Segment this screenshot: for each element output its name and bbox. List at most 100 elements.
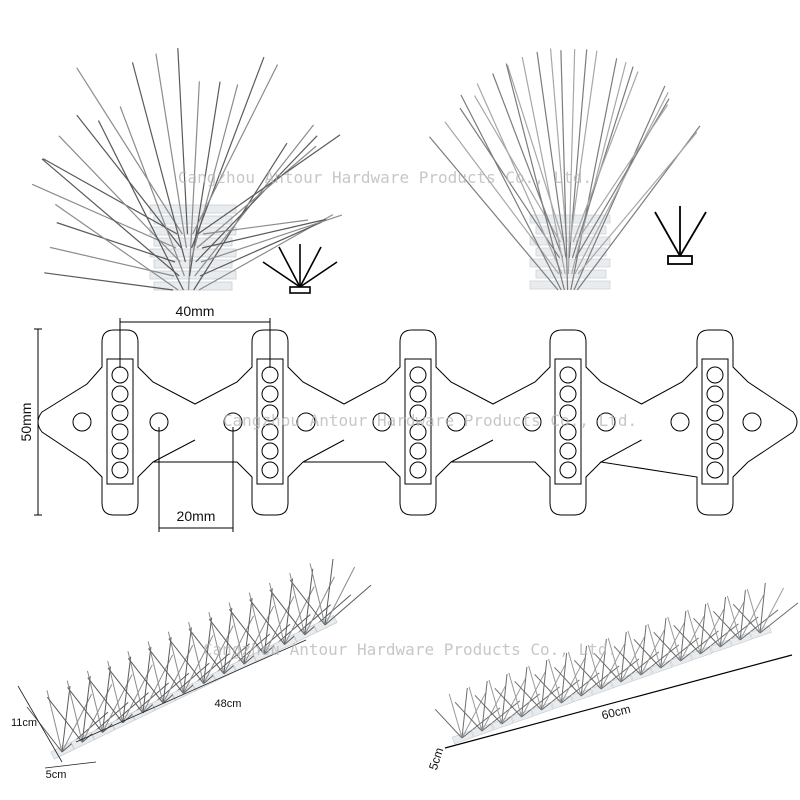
spike-wire (188, 628, 225, 675)
wire-hole (706, 366, 724, 384)
spike-wire (26, 706, 63, 753)
spike-wire (746, 588, 761, 634)
spike-wire (203, 617, 213, 684)
wire-hole (559, 461, 577, 479)
spike-wire (97, 120, 184, 291)
spike-wire (127, 657, 164, 704)
spike-wire (454, 701, 483, 732)
spike-wire (574, 92, 669, 275)
wire-hole (706, 423, 724, 441)
spike-wire (739, 609, 779, 641)
strip-right-width-label: 5cm (426, 746, 446, 772)
wire-hole (706, 404, 724, 422)
spike-wire (673, 624, 701, 655)
spike-wire (31, 183, 177, 249)
spike-wire (600, 658, 640, 690)
watermark-text-middle: Cangzhou Antour Hardware Products Co., L… (223, 411, 637, 430)
wire-hole (559, 404, 577, 422)
spike-wire (187, 81, 200, 291)
strip-left-width-label: 5cm (46, 769, 67, 781)
spike-wire (647, 623, 662, 669)
base-segment (529, 258, 611, 268)
spike-wire (202, 219, 309, 235)
spike-wire (667, 616, 682, 662)
spike-wire (587, 644, 602, 690)
spike-wire (61, 711, 109, 753)
spike-wire (560, 657, 586, 704)
wire-hole (706, 461, 724, 479)
strip-left-dimension-lines (17, 639, 307, 769)
spike-wire (474, 694, 503, 725)
spike-wire (707, 602, 721, 648)
wire-hole (261, 461, 279, 479)
spike-wire (687, 609, 701, 655)
base-segment (153, 281, 233, 291)
spike-wire (191, 56, 265, 249)
mounting-hole (596, 412, 616, 432)
wire-hole (261, 423, 279, 441)
spike-wire (481, 700, 521, 732)
spike-front-view-photo (31, 48, 343, 291)
strip-right-length-label: 60cm (600, 702, 632, 723)
spike-wire (572, 71, 639, 243)
base-segment (153, 259, 233, 269)
wire-hole (261, 442, 279, 460)
spike-wire (61, 685, 71, 753)
spike-wire (87, 677, 124, 723)
spike-profile-icon-right (654, 206, 707, 265)
spike-wire (506, 64, 565, 243)
spike-wire (428, 136, 559, 291)
spike-wire (719, 601, 745, 648)
spike-wire (197, 134, 341, 235)
dimension-20mm-label: 20mm (177, 508, 216, 524)
spike-wire (434, 708, 463, 739)
spike-wire (223, 607, 233, 674)
spike-wire (107, 667, 144, 714)
spike-wire (155, 53, 188, 249)
spike-wire (739, 594, 765, 641)
wire-hole (559, 423, 577, 441)
spike-wire (58, 135, 181, 263)
spike-wire (44, 272, 174, 291)
base-segment (535, 247, 607, 257)
spike-wire (183, 653, 230, 694)
spike-wire (193, 142, 288, 291)
spike-wire (461, 707, 501, 739)
spike-wire (284, 604, 331, 645)
spike-wire (548, 658, 562, 704)
spike-wire (468, 686, 483, 732)
spike-wire (122, 682, 170, 724)
spike-wire (162, 662, 210, 704)
mounting-hole (446, 412, 466, 432)
spike-wire (607, 637, 622, 683)
spike-wire (640, 629, 665, 676)
spike-wire (567, 651, 582, 697)
spike-wire (289, 579, 326, 626)
spike-wire (700, 623, 739, 655)
spike-wire (521, 671, 546, 718)
wire-slot-frame (701, 358, 729, 485)
spike-wire (243, 623, 291, 665)
spike-wire (177, 48, 189, 235)
spike-wire (203, 643, 250, 684)
strip-left-height-label: 11cm (11, 717, 37, 729)
spike-wire (521, 686, 560, 718)
spike-side-view-photo (428, 48, 701, 291)
dimension-lines (34, 318, 271, 532)
spike-wire (263, 614, 311, 655)
spike-wire (514, 680, 542, 711)
spike-wire (759, 587, 784, 634)
spike-wire (680, 615, 705, 662)
base-segment (535, 269, 607, 279)
spike-wire (168, 638, 205, 684)
spike-wire (575, 104, 669, 243)
spike-wire (726, 595, 741, 641)
spike-wire (324, 584, 372, 626)
spike-wire (192, 64, 279, 235)
wire-hole (111, 442, 129, 460)
wire-hole (261, 385, 279, 403)
spike-wire (49, 246, 175, 277)
spike-profile-icon-left (262, 244, 338, 294)
spike-wire (501, 693, 540, 725)
wire-hole (559, 366, 577, 384)
